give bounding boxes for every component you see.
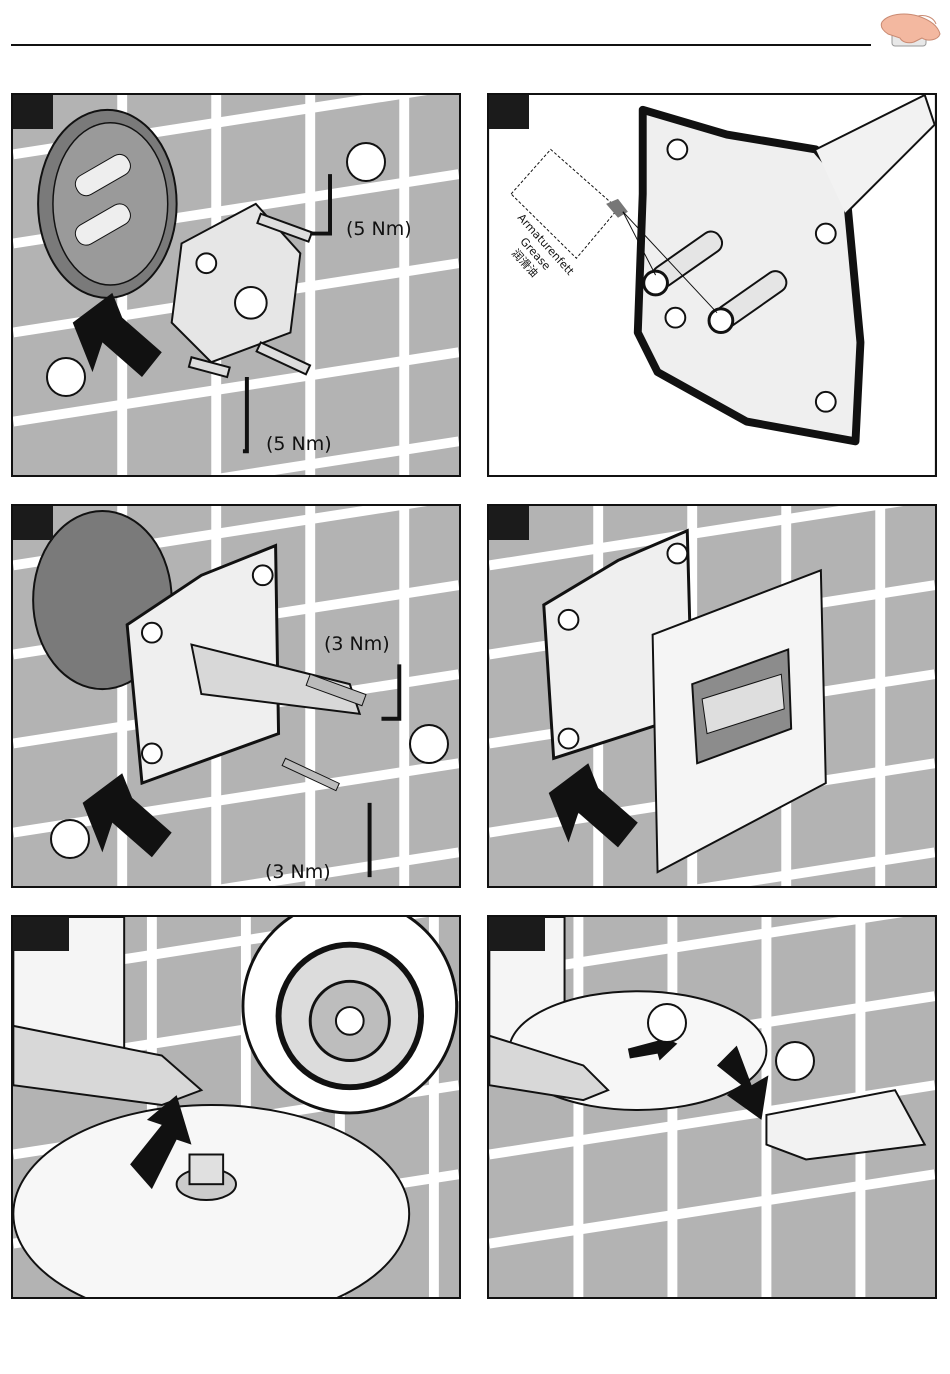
- torque-label-upper: (5 Nm): [346, 218, 412, 240]
- step-number-tab: [13, 506, 53, 540]
- shower-head-attach-illustration: [13, 917, 459, 1297]
- step-panel-3: (3 Nm) (3 Nm): [11, 504, 461, 888]
- callout-circle-b: [775, 1041, 815, 1081]
- callout-circle-a: [647, 1003, 687, 1043]
- torque-label-upper: (3 Nm): [324, 633, 390, 655]
- step-panel-1: (5 Nm) (5 Nm): [11, 93, 461, 477]
- step-number-tab: [489, 917, 545, 951]
- shower-head-lock-illustration: [489, 917, 935, 1297]
- cover-plate-install-illustration: [489, 506, 935, 886]
- header-rule: [11, 44, 871, 46]
- step-panel-5: [11, 915, 461, 1299]
- hand-pressing-icon: [878, 8, 944, 54]
- callout-circle-b: [50, 819, 90, 859]
- step-number-tab: [13, 95, 53, 129]
- callout-circle-a: [346, 142, 386, 182]
- torque-label-lower: (5 Nm): [266, 433, 332, 455]
- callout-circle-a: [409, 724, 449, 764]
- mounting-base-exploded-illustration: [13, 95, 459, 475]
- torque-label-lower: (3 Nm): [265, 861, 331, 883]
- callout-circle-b: [46, 357, 86, 397]
- step-panel-6: [487, 915, 937, 1299]
- step-number-tab: [489, 95, 529, 129]
- step-number-tab: [489, 506, 529, 540]
- step-panel-4: [487, 504, 937, 888]
- step-number-tab: [13, 917, 69, 951]
- step-panel-2: Armaturenfett Grease 润滑油: [487, 93, 937, 477]
